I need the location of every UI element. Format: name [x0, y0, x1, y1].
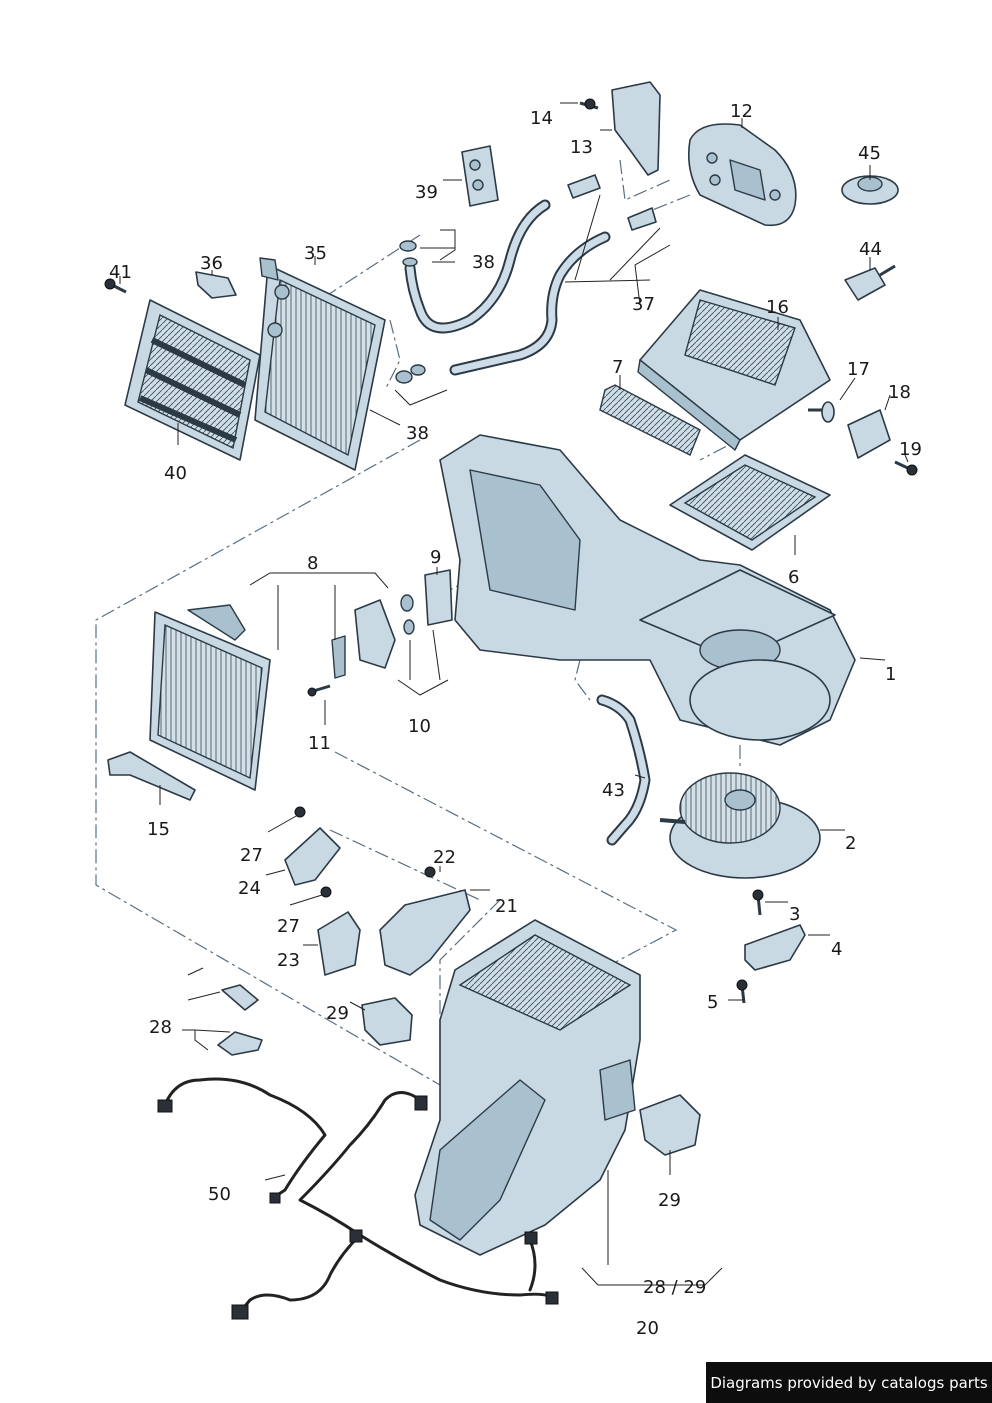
label-3: 3 [789, 904, 800, 925]
label-23: 23 [277, 950, 300, 971]
label-35: 35 [304, 243, 327, 264]
grommet-45 [841, 175, 899, 205]
label-45: 45 [858, 143, 881, 164]
part-illustrations [104, 81, 918, 1320]
label-8: 8 [307, 553, 318, 574]
cover-4 [744, 924, 806, 971]
label-20: 20 [636, 1318, 659, 1339]
seals-8 [331, 599, 396, 679]
clip-36 [195, 271, 237, 299]
label-38a: 38 [472, 252, 495, 273]
label-28-29: 28 / 29 [643, 1277, 706, 1298]
leader-lines [119, 102, 909, 1286]
connector-29a [361, 997, 413, 1046]
label-24: 24 [238, 878, 261, 899]
actuator-18 [847, 409, 891, 459]
label-29a: 29 [326, 1003, 349, 1024]
label-14: 14 [530, 108, 553, 129]
label-19: 19 [899, 439, 922, 460]
label-11: 11 [308, 733, 331, 754]
gasket-flange-12 [687, 123, 797, 227]
actuator-23 [317, 911, 361, 976]
lower-housing-20 [414, 919, 641, 1256]
label-16: 16 [766, 297, 789, 318]
actuator-24 [284, 827, 341, 886]
screw-27b [320, 886, 332, 898]
label-18: 18 [888, 382, 911, 403]
screw-19 [894, 460, 918, 476]
label-22: 22 [433, 847, 456, 868]
o-rings-38 [395, 240, 426, 384]
ptc-heater-40 [124, 299, 261, 461]
label-12: 12 [730, 101, 753, 122]
label-27b: 27 [277, 916, 300, 937]
label-28: 28 [149, 1017, 172, 1038]
label-2: 2 [845, 833, 856, 854]
part-labels: 1 2 3 4 5 6 7 8 9 10 11 12 13 14 15 16 1… [109, 101, 922, 1339]
valve-block-39 [461, 145, 499, 207]
main-housing-1 [439, 434, 856, 746]
label-10: 10 [408, 716, 431, 737]
screw-41 [104, 278, 127, 294]
label-36: 36 [200, 253, 223, 274]
heater-core [149, 604, 271, 791]
label-1: 1 [885, 664, 896, 685]
expansion-valve-9 [424, 569, 453, 626]
screw-27a [294, 806, 306, 818]
refrigerant-pipes-37 [404, 174, 657, 376]
credit-banner: Diagrams provided by catalogs parts [706, 1362, 992, 1403]
bolt-17 [808, 401, 835, 423]
heat-exchanger-35 [254, 257, 386, 471]
o-rings-10 [400, 594, 415, 635]
drain-hose-43 [596, 694, 651, 846]
label-29b: 29 [658, 1190, 681, 1211]
screw-11 [307, 684, 331, 697]
blower-motor-2 [659, 772, 821, 879]
label-50: 50 [208, 1184, 231, 1205]
screw-3 [752, 889, 764, 916]
seal-frame-7 [599, 384, 701, 456]
label-7: 7 [612, 357, 623, 378]
wiring-harness-50 [157, 1077, 559, 1320]
label-9: 9 [430, 547, 441, 568]
bracket-13 [611, 81, 661, 176]
cabin-filter-6 [669, 454, 831, 551]
label-40: 40 [164, 463, 187, 484]
label-21: 21 [495, 896, 518, 917]
connector-29b [639, 1094, 701, 1156]
label-44: 44 [859, 239, 882, 260]
label-6: 6 [788, 567, 799, 588]
screw-22 [424, 866, 436, 878]
screw-14 [579, 98, 599, 110]
label-43: 43 [602, 780, 625, 801]
label-5: 5 [707, 992, 718, 1013]
temperature-sensor-15 [107, 751, 196, 801]
label-37: 37 [632, 294, 655, 315]
label-41: 41 [109, 262, 132, 283]
lever-21 [379, 889, 471, 976]
label-4: 4 [831, 939, 842, 960]
sensors-28 [217, 984, 263, 1056]
label-13: 13 [570, 137, 593, 158]
label-38b: 38 [406, 423, 429, 444]
label-27a: 27 [240, 845, 263, 866]
sensor-44 [844, 264, 896, 301]
label-39: 39 [415, 182, 438, 203]
label-17: 17 [847, 359, 870, 380]
upper-housing-16 [637, 289, 831, 451]
label-15: 15 [147, 819, 170, 840]
